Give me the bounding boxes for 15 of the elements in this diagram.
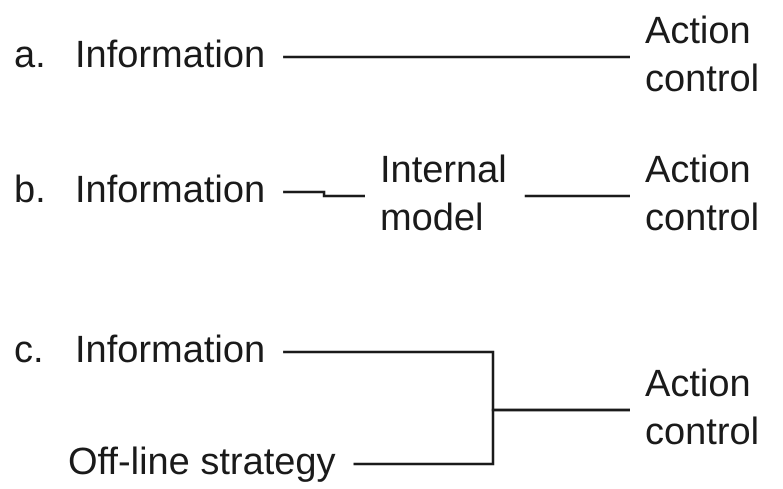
node-label: Information [75, 329, 266, 371]
panel-letter: a. [14, 33, 46, 78]
connector-line [283, 190, 365, 198]
node-label: Internal model [380, 149, 507, 239]
node-label: Off-line strategy [68, 441, 336, 483]
connector-line [354, 408, 630, 466]
panel-letter: c. [14, 328, 44, 373]
node-label: Action control [645, 10, 760, 100]
panel-letter: b. [14, 168, 46, 213]
connector-line [524, 194, 630, 198]
node-label: Action control [645, 149, 760, 239]
connector-line [283, 56, 630, 58]
node-label: Action control [645, 363, 760, 453]
node-label: Information [75, 34, 266, 76]
node-label: Information [75, 169, 266, 211]
